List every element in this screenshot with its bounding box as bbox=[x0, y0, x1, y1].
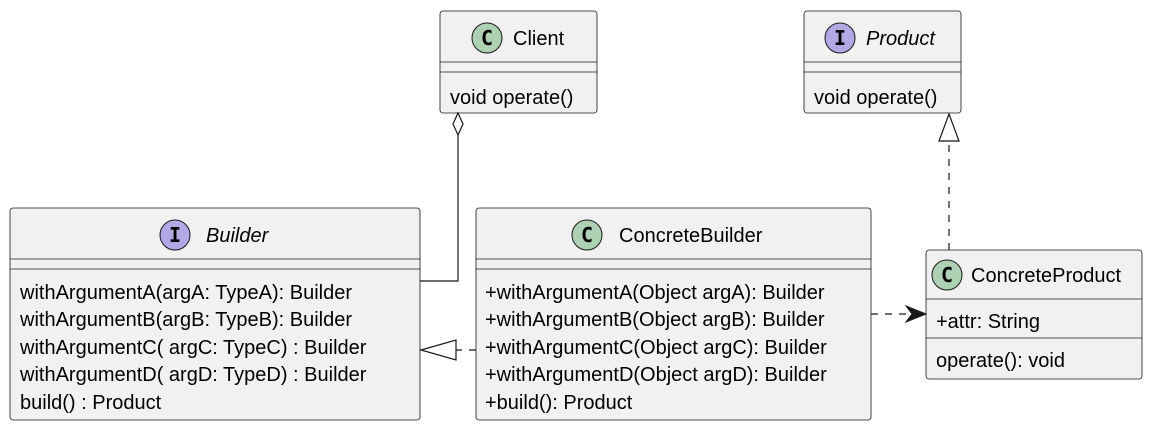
interface-stereotype-letter: I bbox=[834, 26, 846, 50]
class-client[interactable]: C Client void operate() bbox=[439, 10, 598, 114]
aggregation-diamond-icon bbox=[452, 111, 464, 137]
interface-builder[interactable]: I Builder withArgumentA(argA: TypeA): Bu… bbox=[9, 207, 421, 421]
interface-builder-method: withArgumentD( argD: TypeD) : Builder bbox=[19, 364, 367, 386]
class-stereotype-icon bbox=[571, 219, 603, 251]
realization-triangle-icon bbox=[418, 339, 457, 361]
class-concrete-product-name: ConcreteProduct bbox=[971, 265, 1122, 287]
interface-builder-method: withArgumentB(argB: TypeB): Builder bbox=[19, 309, 352, 331]
interface-product-name: Product bbox=[866, 28, 936, 50]
class-stereotype-icon bbox=[471, 22, 503, 54]
interface-product[interactable]: I Product void operate() bbox=[803, 10, 962, 114]
class-concrete-builder-name: ConcreteBuilder bbox=[619, 225, 763, 247]
interface-stereotype-icon bbox=[159, 219, 191, 251]
interface-stereotype-letter: I bbox=[169, 223, 181, 247]
class-concrete-builder[interactable]: C ConcreteBuilder +withArgumentA(Object … bbox=[475, 207, 872, 421]
realization-edge-concretebuilder-builder bbox=[418, 339, 476, 361]
interface-product-method: void operate() bbox=[814, 87, 937, 109]
class-concrete-product[interactable]: C ConcreteProduct +attr: String operate(… bbox=[925, 249, 1143, 380]
class-stereotype-letter: C bbox=[941, 263, 953, 287]
class-concrete-builder-method: +withArgumentC(Object argC): Builder bbox=[485, 337, 827, 359]
dependency-edge-concretebuilder-concreteproduct bbox=[871, 304, 928, 324]
aggregation-line bbox=[420, 135, 459, 282]
class-client-name: Client bbox=[513, 28, 565, 50]
class-concrete-product-method: operate(): void bbox=[936, 350, 1065, 372]
interface-builder-method: withArgumentA(argA: TypeA): Builder bbox=[19, 282, 352, 304]
class-concrete-builder-method: +withArgumentA(Object argA): Builder bbox=[485, 282, 825, 304]
class-stereotype-letter: C bbox=[481, 26, 493, 50]
interface-builder-method: withArgumentC( argC: TypeC) : Builder bbox=[19, 337, 367, 359]
aggregation-edge-client-builder bbox=[420, 111, 464, 282]
class-concrete-builder-method: +build(): Product bbox=[485, 392, 633, 414]
class-client-method: void operate() bbox=[450, 87, 573, 109]
class-concrete-product-attribute: +attr: String bbox=[936, 311, 1040, 333]
class-stereotype-letter: C bbox=[581, 223, 593, 247]
interface-builder-method: build() : Product bbox=[20, 392, 162, 414]
class-concrete-builder-method: +withArgumentB(Object argB): Builder bbox=[485, 309, 825, 331]
interface-stereotype-icon bbox=[824, 22, 856, 54]
interface-builder-box bbox=[9, 207, 421, 421]
class-concrete-builder-method: +withArgumentD(Object argD): Builder bbox=[485, 364, 827, 386]
dependency-arrow-icon bbox=[904, 304, 928, 324]
realization-triangle-icon bbox=[938, 112, 960, 142]
interface-builder-name: Builder bbox=[206, 225, 270, 247]
class-stereotype-icon bbox=[931, 259, 963, 291]
realization-edge-concreteproduct-product bbox=[938, 112, 960, 250]
